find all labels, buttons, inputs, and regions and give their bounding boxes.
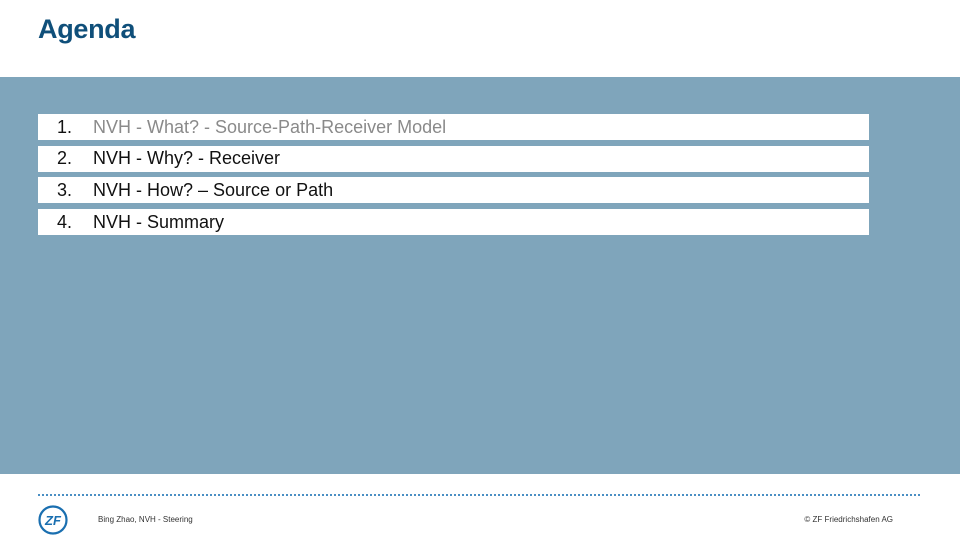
agenda-item-number: 4. <box>57 211 73 232</box>
agenda-item-label: NVH - How? – Source or Path <box>93 179 334 200</box>
agenda-item-number: 3. <box>57 179 73 200</box>
agenda-item-label: NVH - Summary <box>93 211 225 232</box>
footer-divider <box>38 494 920 496</box>
content-band <box>0 77 960 474</box>
agenda-item-label: NVH - Why? - Receiver <box>93 148 281 169</box>
agenda-item-label: NVH - What? - Source-Path-Receiver Model <box>93 116 447 137</box>
footer-copyright: © ZF Friedrichshafen AG <box>804 515 893 524</box>
agenda-item-number: 2. <box>57 148 73 169</box>
agenda-list: 1. NVH - What? - Source-Path-Receiver Mo… <box>38 114 869 241</box>
agenda-item-2: 2. NVH - Why? - Receiver <box>38 145 869 172</box>
agenda-item-3: 3. NVH - How? – Source or Path <box>38 177 869 204</box>
footer-author: Bing Zhao, NVH - Steering <box>98 515 193 524</box>
slide-title: Agenda <box>38 14 136 44</box>
agenda-item-4: 4. NVH - Summary <box>38 209 869 236</box>
agenda-item-number: 1. <box>57 116 73 137</box>
zf-logo-icon: ZF <box>38 505 68 535</box>
logo-text: ZF <box>44 513 62 528</box>
agenda-item-1: 1. NVH - What? - Source-Path-Receiver Mo… <box>38 114 869 140</box>
